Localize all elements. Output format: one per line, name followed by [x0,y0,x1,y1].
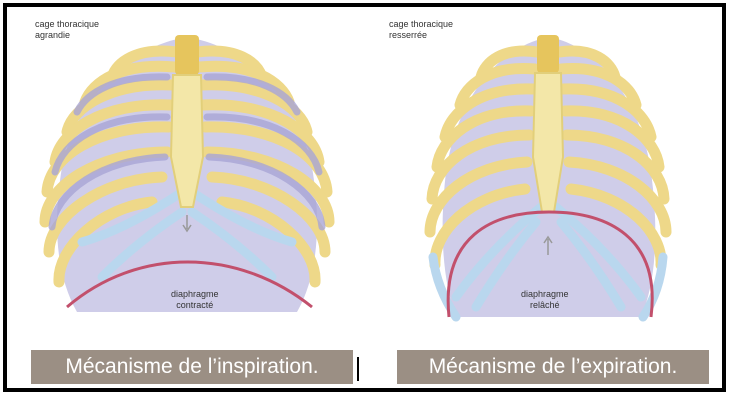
caption-inspiration: Mécanisme de l’inspiration. [31,350,353,384]
sternum-left-panel [171,35,203,207]
label-cage-enlarged: cage thoracique agrandie [35,19,99,41]
caption-expiration: Mécanisme de l’expiration. [397,350,709,384]
caption-divider [357,357,359,381]
label-diaphragm-relaxed: diaphragme relâché [521,289,569,311]
label-cage-narrowed: cage thoracique resserrée [389,19,453,41]
sternum-right-panel [533,35,563,212]
figure-frame: cage thoracique agrandie diaphragme cont… [3,3,726,392]
expiration-panel: cage thoracique resserrée diaphragme rel… [371,7,723,388]
label-diaphragm-contracted: diaphragme contracté [171,289,219,311]
inspiration-panel: cage thoracique agrandie diaphragme cont… [7,7,367,388]
